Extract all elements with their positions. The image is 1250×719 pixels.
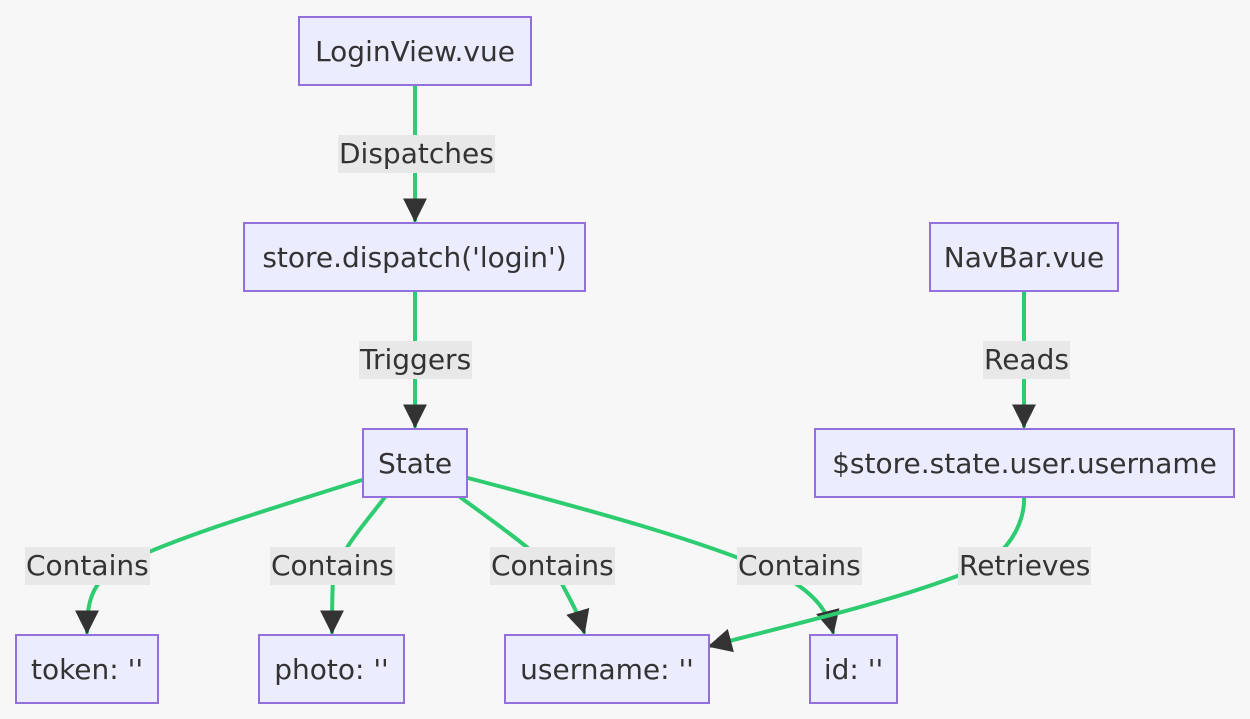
edge-label-contains-id: Contains [737, 547, 862, 585]
edge-label-contains-photo: Contains [270, 547, 395, 585]
edge-label-dispatches: Dispatches [338, 135, 495, 173]
edge-label-contains-username: Contains [490, 547, 615, 585]
node-state: State [362, 428, 468, 498]
edge-label-reads: Reads [983, 341, 1070, 379]
edge-label-retrieves: Retrieves [958, 547, 1092, 585]
edge-retrieves [707, 496, 1027, 653]
node-navbar: NavBar.vue [929, 222, 1119, 292]
node-photo: photo: '' [258, 634, 405, 704]
node-store-dispatch: store.dispatch('login') [243, 222, 586, 292]
node-username: username: '' [504, 634, 710, 704]
edge-label-contains-token: Contains [25, 547, 150, 585]
edge-label-triggers: Triggers [359, 341, 473, 379]
node-id: id: '' [809, 634, 898, 704]
node-token: token: '' [15, 634, 159, 704]
node-store-state-username: $store.state.user.username [814, 428, 1235, 498]
node-login-view: LoginView.vue [298, 16, 532, 86]
